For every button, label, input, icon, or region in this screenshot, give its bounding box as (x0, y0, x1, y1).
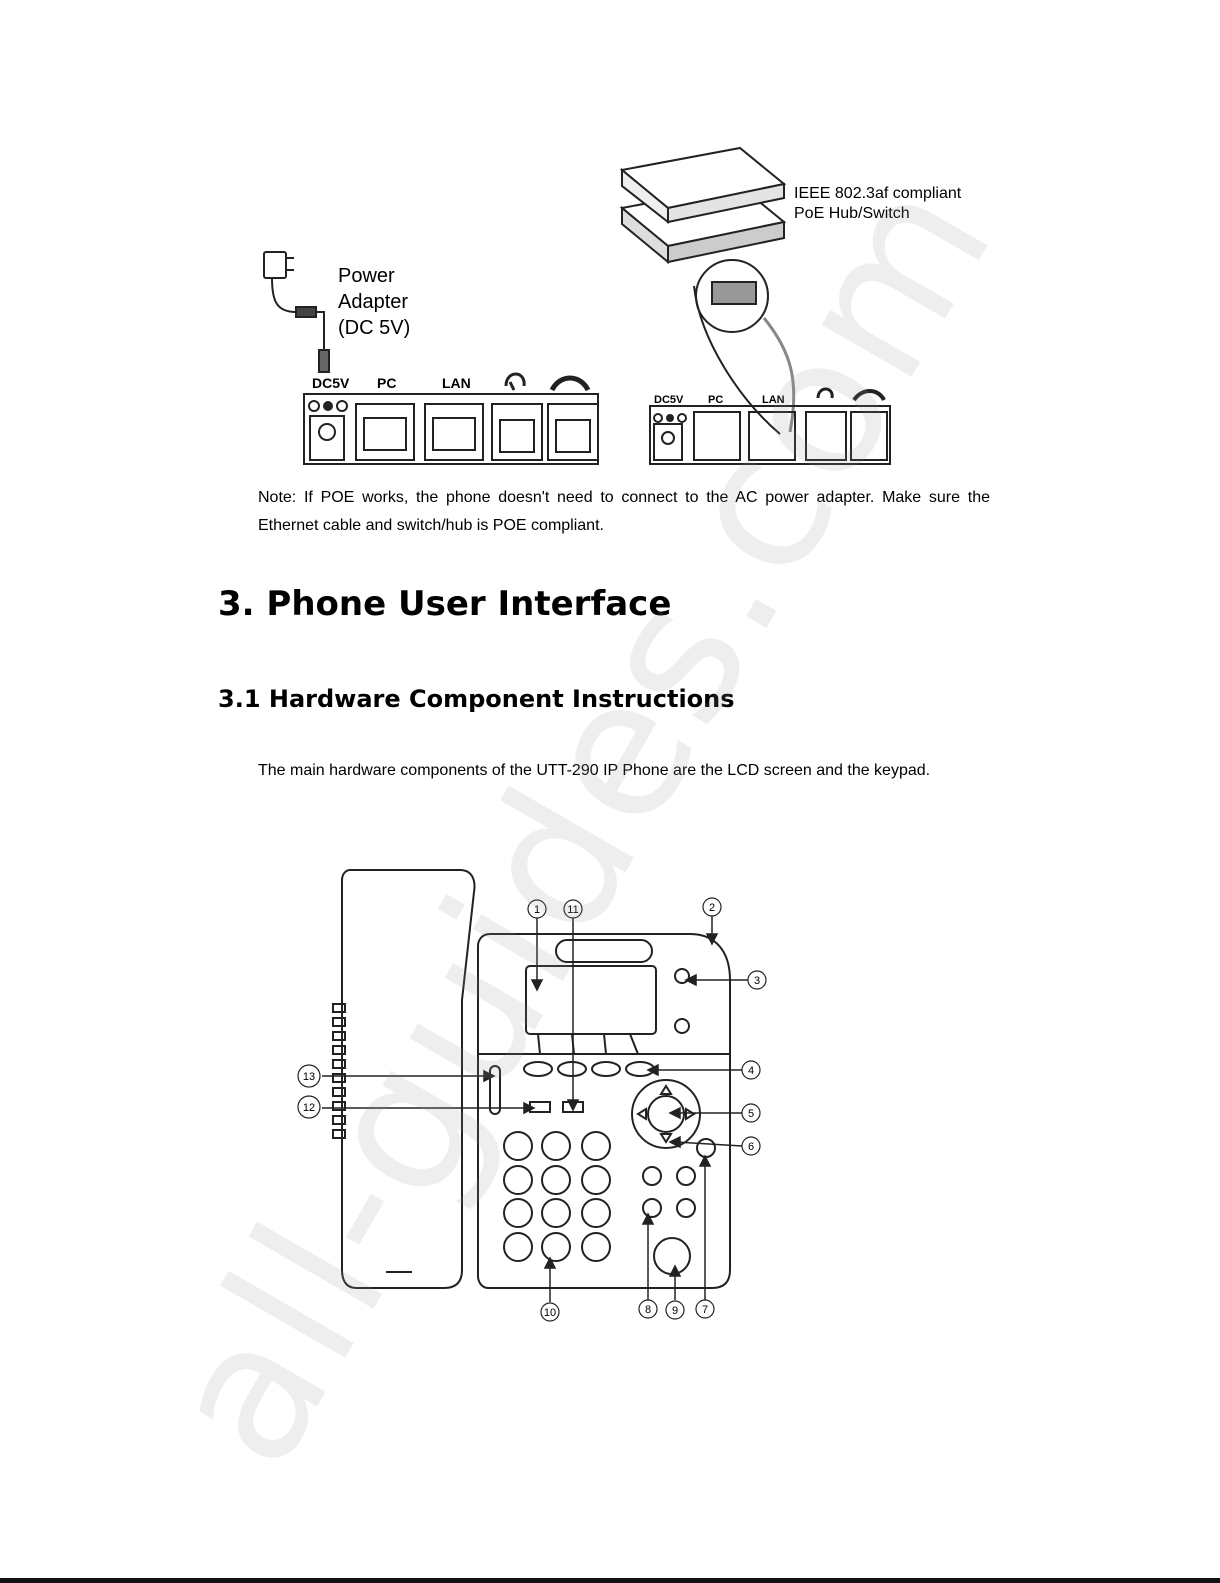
intro-paragraph: The main hardware components of the UTT-… (258, 762, 931, 779)
function-button-4[interactable] (676, 1198, 696, 1218)
poe-label-2: PoE Hub/Switch (794, 205, 910, 222)
handset (341, 869, 476, 1289)
phone-base (477, 933, 731, 1289)
callout-2: 2 (709, 902, 715, 914)
function-button-3[interactable] (642, 1198, 662, 1218)
port-label-pc: PC (377, 375, 396, 391)
softkey-2[interactable] (557, 1061, 587, 1077)
headset-icon (504, 372, 526, 391)
poe-switch (619, 146, 796, 435)
handset-icon-right (852, 389, 886, 402)
softkey-1[interactable] (523, 1061, 553, 1077)
poe-note: Note: If POE works, the phone doesn't ne… (258, 484, 990, 540)
port-label-lan: LAN (442, 375, 471, 391)
port-label-dc5v-right: DC5V (654, 394, 684, 406)
softkey-3[interactable] (591, 1061, 621, 1077)
port-label-dc5v: DC5V (312, 375, 350, 391)
connection-diagram: DC5V PC LAN Power Adapter (DC 5V) IEEE 8… (263, 146, 962, 465)
callout-13: 13 (303, 1071, 315, 1083)
message-led-slot (555, 939, 653, 963)
cancel-button[interactable] (696, 1138, 716, 1158)
power-adapter-label-3: (DC 5V) (338, 317, 410, 339)
callout-4: 4 (748, 1065, 754, 1077)
port-label-pc-right: PC (708, 394, 723, 406)
callout-9: 9 (672, 1305, 678, 1317)
callout-11: 11 (567, 904, 578, 916)
power-adapter-label-1: Power (338, 265, 395, 287)
poe-note-text: Note: If POE works, the phone doesn't ne… (258, 489, 990, 534)
keypad[interactable] (503, 1131, 611, 1262)
callout-8: 8 (645, 1304, 651, 1316)
function-button-2[interactable] (676, 1166, 696, 1186)
navigation-ring[interactable] (631, 1079, 701, 1149)
callout-12: 12 (303, 1102, 315, 1114)
callout-10: 10 (544, 1307, 556, 1319)
port-label-lan-right: LAN (762, 394, 785, 406)
handset-side-ridges (332, 1003, 346, 1139)
power-adapter-label-2: Adapter (338, 291, 408, 313)
callout-3: 3 (754, 975, 760, 987)
speaker-bottom-button[interactable] (674, 1018, 690, 1034)
callout-1: 1 (534, 904, 540, 916)
callout-6: 6 (748, 1141, 754, 1153)
port-panel-left: DC5V PC LAN (303, 372, 599, 465)
port-panel-right: DC5V PC LAN (649, 387, 891, 465)
subsection-title: 3.1 Hardware Component Instructions (218, 685, 735, 713)
section-title: 3. Phone User Interface (218, 584, 672, 624)
page-bottom-border (0, 1578, 1220, 1583)
ok-button[interactable] (647, 1095, 685, 1133)
speakerphone-button[interactable] (653, 1237, 691, 1275)
callout-5: 5 (748, 1108, 754, 1120)
function-button-1[interactable] (642, 1166, 662, 1186)
handset-icon (549, 375, 591, 392)
power-plug-icon (263, 251, 287, 279)
poe-label-1: IEEE 802.3af compliant (794, 185, 962, 202)
speaker-top-button[interactable] (674, 968, 690, 984)
headset-icon-right (816, 387, 834, 399)
volume-bar[interactable] (489, 1065, 501, 1115)
phone-diagram: 1 11 2 3 4 5 6 7 8 9 10 13 12 (297, 869, 767, 1322)
callout-7: 7 (702, 1304, 708, 1316)
lcd-screen (525, 965, 657, 1035)
